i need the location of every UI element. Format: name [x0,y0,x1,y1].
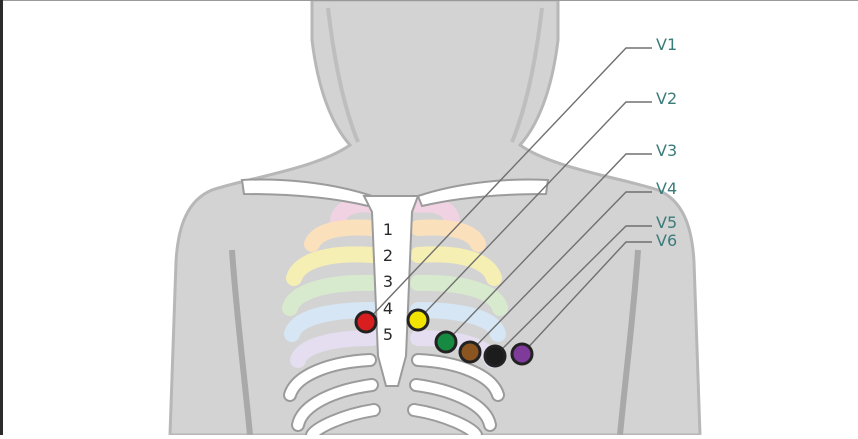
electrode-v2 [408,310,428,330]
frame-left-border [0,0,3,435]
frame-top-border [0,0,858,1]
intercostal-label-5: 5 [383,325,393,344]
torso-silhouette [170,0,700,435]
lead-label-v5: V5 [656,213,677,232]
intercostal-label-1: 1 [383,220,393,239]
lead-label-v6: V6 [656,231,677,250]
electrode-v4 [460,342,480,362]
electrode-v6 [512,344,532,364]
electrode-v1 [356,312,376,332]
lead-label-v3: V3 [656,141,677,160]
lead-label-v4: V4 [656,179,677,198]
electrode-v5 [485,346,505,366]
intercostal-label-2: 2 [383,246,393,265]
electrode-v3 [436,332,456,352]
intercostal-label-3: 3 [383,272,393,291]
lead-label-v2: V2 [656,89,677,108]
lead-label-v1: V1 [656,35,677,54]
